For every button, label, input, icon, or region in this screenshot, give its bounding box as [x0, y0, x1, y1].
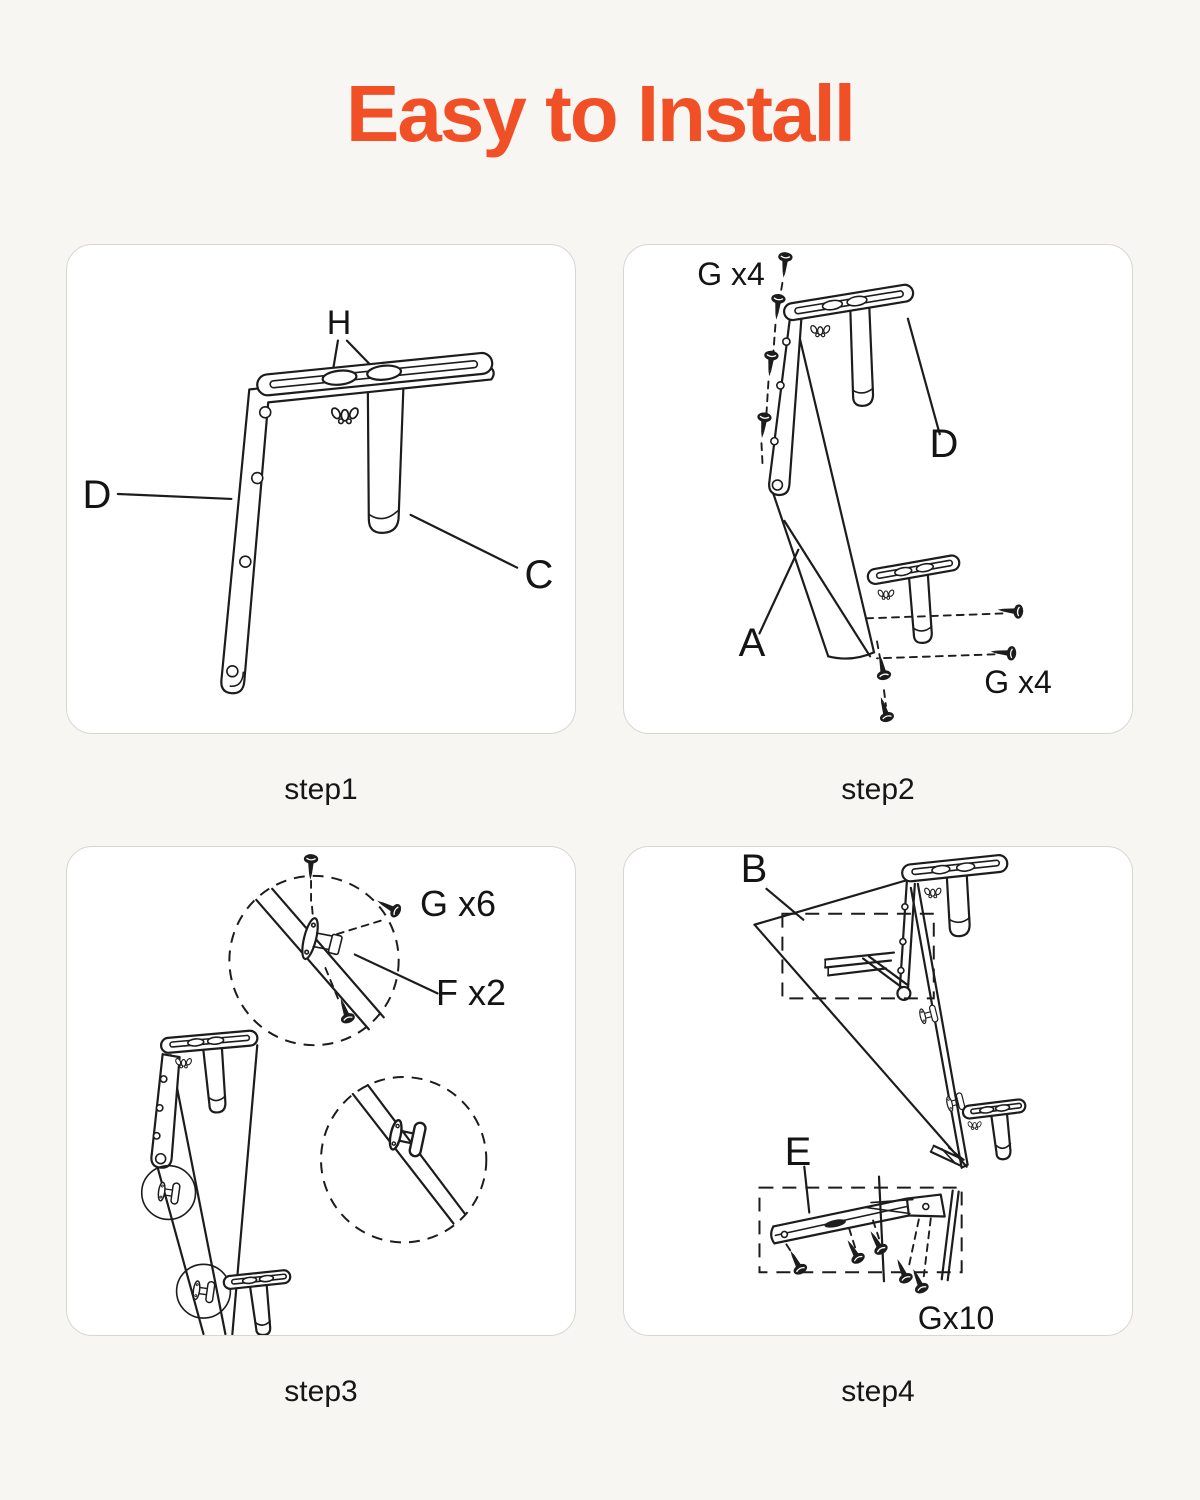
step3-illustration [140, 853, 488, 1335]
part-label-d: D [929, 422, 959, 466]
part-label-a: A [738, 621, 766, 665]
panel-step1: H D C [66, 244, 576, 734]
part-label-e: E [784, 1130, 812, 1174]
hardware-label-g: Gx10 [917, 1300, 995, 1336]
step4-cell: B E Gx10 step4 [623, 846, 1133, 1448]
caption-step2: step2 [841, 773, 915, 806]
step2-illustration [754, 250, 1025, 725]
caption-step4: step4 [841, 1375, 915, 1408]
hardware-label-g-bottom: G x4 [984, 664, 1052, 700]
part-label-d: D [82, 473, 112, 517]
step1-cell: H D C step1 [66, 244, 576, 846]
hardware-label-g: G x6 [419, 883, 497, 924]
hardware-label-f: F x2 [435, 972, 507, 1013]
part-label-c: C [524, 553, 554, 597]
panel-step2: G x4 D A G x4 [623, 244, 1133, 734]
page-title: Easy to Install [346, 69, 856, 158]
step4-illustration [753, 854, 1027, 1297]
hardware-label-g-top: G x4 [697, 256, 765, 292]
part-label-b: B [740, 847, 768, 891]
step2-cell: G x4 D A G x4 step2 [623, 244, 1133, 846]
steps-grid: H D C step1 [66, 244, 1133, 1448]
caption-step3: step3 [284, 1375, 358, 1408]
step3-cell: G x6 F x2 step3 [66, 846, 576, 1448]
panel-step3: G x6 F x2 [66, 846, 576, 1336]
panel-step4: B E Gx10 [623, 846, 1133, 1336]
caption-step1: step1 [284, 773, 358, 806]
step1-illustration [116, 339, 519, 695]
part-label-h: H [326, 304, 352, 342]
